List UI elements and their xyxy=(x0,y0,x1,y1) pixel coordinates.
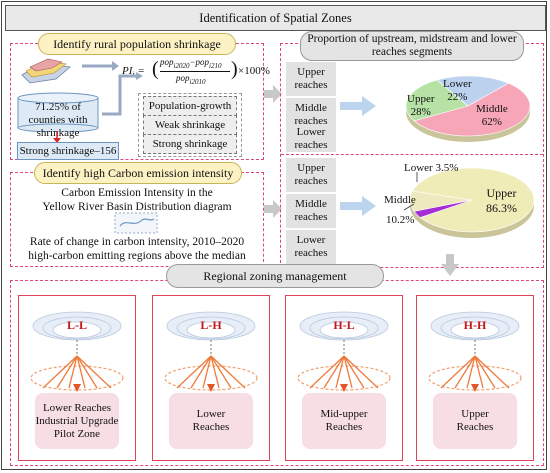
pie-slice-lower xyxy=(436,75,510,107)
funnel-arrowhead xyxy=(340,384,348,392)
funnel-arrowhead xyxy=(471,384,479,392)
funnel-ray xyxy=(202,355,212,389)
pie-slice-middle xyxy=(413,82,531,137)
funnel-base xyxy=(30,365,124,391)
funnel-ray xyxy=(210,355,220,389)
page-title: Identification of Spatial Zones xyxy=(5,5,546,31)
funnel-ray xyxy=(474,355,510,389)
funnel-ring xyxy=(52,321,102,339)
map-icon xyxy=(114,212,158,234)
category-group xyxy=(138,93,242,157)
zone-label: Upper Reaches xyxy=(433,393,517,449)
zone-funnel-icon xyxy=(297,311,391,392)
funnel-ray xyxy=(210,355,232,389)
zone-code: H-L xyxy=(333,318,355,332)
funnel-ray xyxy=(76,355,86,389)
zone-card-lower-reaches-industrial: L-L Lower Reaches Industrial Upgrade Pil… xyxy=(18,295,136,461)
funnel-ray xyxy=(474,355,496,389)
funnel-ray xyxy=(335,355,345,389)
zone-card-upper-reaches: H-H Upper Reaches xyxy=(416,295,534,461)
database-icon xyxy=(17,92,99,132)
segment-lower: Lower reaches xyxy=(286,230,336,264)
arrow-right-icon xyxy=(264,200,282,218)
segment-middle: Middle reaches xyxy=(286,194,336,228)
arrow-icon xyxy=(102,72,143,116)
funnel-ring xyxy=(319,321,369,339)
arrow-down-icon xyxy=(53,131,61,143)
pie2-label-lower: Lower 3.5% xyxy=(404,162,459,174)
funnel-ray xyxy=(474,355,484,389)
category-strong-shrinkage: Strong shrinkage xyxy=(143,134,237,154)
pie-slice-upper xyxy=(411,167,535,233)
carbon-criteria: Rate of change in carbon intensity, 2010… xyxy=(28,236,246,262)
arrow-right-icon xyxy=(340,196,376,216)
funnel-ray xyxy=(56,355,78,389)
funnel-arrowhead xyxy=(207,384,215,392)
funnel-ray xyxy=(343,355,365,389)
funnel-arrowhead xyxy=(73,384,81,392)
funnel-base xyxy=(428,365,522,391)
pie-slice-middle xyxy=(409,190,473,212)
funnel-ray xyxy=(440,355,476,389)
carbon-description: Carbon Emission Intensity in the Yellow … xyxy=(42,187,232,213)
pie-chart-upper-middle-lower xyxy=(403,167,535,238)
zone-funnel-icon xyxy=(428,311,522,392)
zone-label: Lower Reaches Industrial Upgrade Pilot Z… xyxy=(35,393,119,449)
arrow-right-icon xyxy=(264,85,282,103)
funnel-ray xyxy=(76,355,112,389)
zone-label: Mid-upper Reaches xyxy=(302,393,386,449)
funnel-ray xyxy=(323,355,345,389)
zone-label: Lower Reaches xyxy=(169,393,253,449)
funnel-base xyxy=(164,365,258,391)
funnel-ray xyxy=(343,355,353,389)
pie2-label-middle: Middle xyxy=(384,194,416,206)
funnel-ray xyxy=(42,355,78,389)
segment-upper: Upper reaches xyxy=(286,62,336,96)
category-weak-shrinkage: Weak shrinkage xyxy=(143,115,237,135)
shrinkage-percent: 71.25% of counties with shrinkage xyxy=(28,101,88,139)
arrow-down-icon xyxy=(441,254,459,276)
funnel-ray xyxy=(210,355,246,389)
funnel-ray xyxy=(68,355,78,389)
strong-shrinkage-count: Strong shrinkage–156 xyxy=(17,142,119,160)
funnel-ring xyxy=(186,321,236,339)
funnel-ring xyxy=(450,321,500,339)
funnel-base xyxy=(297,365,391,391)
arrow-right-icon xyxy=(340,96,376,116)
map-icon xyxy=(21,58,71,84)
zone-code: L-H xyxy=(200,318,222,332)
regional-heading: Regional zoning management xyxy=(166,264,384,288)
shrinkage-formula: PIi = ( popi2020−popi210 popi2010 ) ×100… xyxy=(122,57,270,86)
funnel-ray xyxy=(309,355,345,389)
segment-upper: Upper reaches xyxy=(286,158,336,192)
zone-card-mid-upper-reaches: H-L Mid-upper Reaches xyxy=(285,295,403,461)
pie2-label-middle-value: 10.2% xyxy=(386,214,415,226)
funnel-ray xyxy=(176,355,212,389)
zone-code: H-H xyxy=(463,318,487,332)
funnel-ray xyxy=(466,355,476,389)
proportion-heading: Proportion of upstream, midstream and lo… xyxy=(300,31,524,61)
funnel-ray xyxy=(76,355,98,389)
zone-card-lower-reaches: L-H Lower Reaches xyxy=(152,295,270,461)
category-population-growth: Population-growth xyxy=(143,96,237,116)
segment-lower: Lower reaches xyxy=(286,126,336,152)
pie-slice-upper xyxy=(405,79,469,122)
funnel-ray xyxy=(190,355,212,389)
zone-code: L-L xyxy=(66,318,87,332)
funnel-ray xyxy=(343,355,379,389)
pie-chart-upper-middle-lower xyxy=(405,75,531,142)
panel-divider xyxy=(281,154,543,155)
carbon-heading: Identify high Carbon emission intensity xyxy=(34,162,242,184)
funnel-ray xyxy=(454,355,476,389)
zone-funnel-icon xyxy=(30,311,124,392)
shrinkage-heading: Identify rural population shrinkage xyxy=(38,33,236,55)
zone-funnel-icon xyxy=(164,311,258,392)
leader-line xyxy=(403,203,415,211)
arrow-right-icon xyxy=(82,61,119,71)
